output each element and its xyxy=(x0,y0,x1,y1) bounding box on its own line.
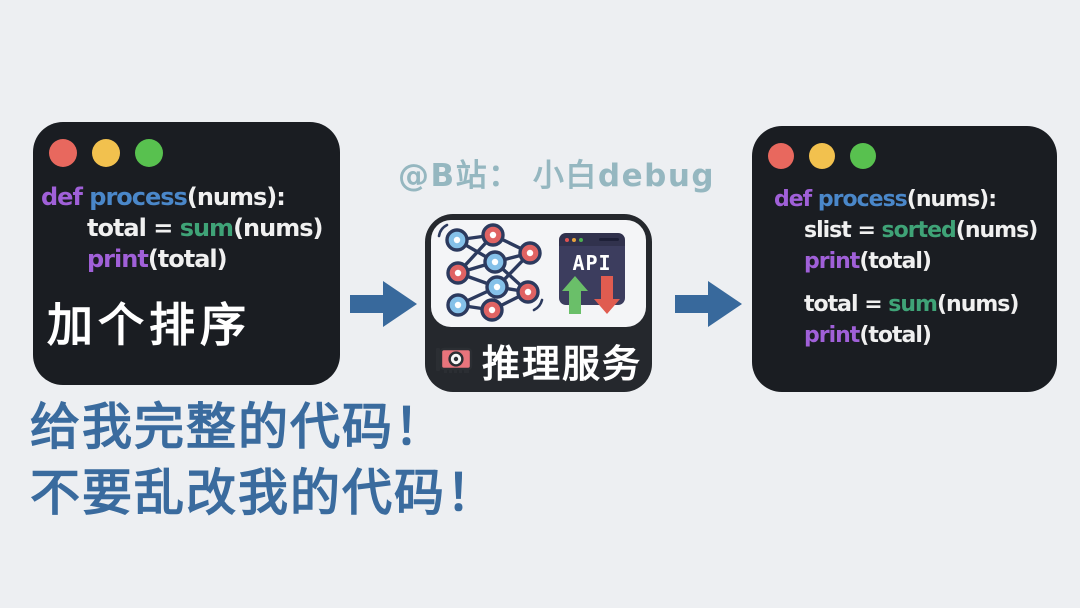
traffic-light-yellow-icon xyxy=(809,143,835,169)
code-block-before: def process(nums):total = sum(nums)print… xyxy=(33,182,340,275)
code-window-before: def process(nums):total = sum(nums)print… xyxy=(33,122,340,385)
code-token: (nums) xyxy=(955,218,1038,243)
code-line: def process(nums): xyxy=(774,184,1057,215)
inference-panel: API xyxy=(431,220,646,327)
code-token: process xyxy=(89,183,188,211)
code-token: sorted xyxy=(881,218,957,243)
code-line: total = sum(nums) xyxy=(41,213,340,244)
inference-service-label: 推理服务 xyxy=(481,341,642,386)
code-token: total = xyxy=(804,292,889,317)
code-line: print(total) xyxy=(41,244,340,275)
code-line: slist = sorted(nums) xyxy=(774,215,1057,246)
code-token: (nums) xyxy=(233,214,323,242)
inference-service-box: API 推理服务 xyxy=(425,214,652,392)
code-token: def xyxy=(774,187,818,212)
traffic-light-red-icon xyxy=(49,139,77,167)
code-token: (total) xyxy=(147,245,228,273)
traffic-light-green-icon xyxy=(850,143,876,169)
shout-text: 给我完整的代码！ 不要乱改我的代码！ xyxy=(30,394,498,526)
shout-line-1: 给我完整的代码！ xyxy=(30,398,446,456)
code-line: print(total) xyxy=(774,320,1057,351)
code-block-after: def process(nums):slist = sorted(nums)pr… xyxy=(752,184,1057,351)
code-token: (nums): xyxy=(186,183,286,211)
api-window-icon: API xyxy=(559,233,625,314)
code-token: slist = xyxy=(804,218,882,243)
code-token: sum xyxy=(179,214,234,242)
traffic-light-green-icon xyxy=(135,139,163,167)
code-token: process xyxy=(817,187,908,212)
code-token: def xyxy=(41,183,90,211)
inference-bar: 推理服务 xyxy=(425,328,652,392)
code-token: sum xyxy=(888,292,938,317)
api-window-titlebar xyxy=(559,233,625,246)
attribution-text: @B站： 小白debug xyxy=(398,158,716,194)
code-token: total = xyxy=(87,214,180,242)
shout-line-2: 不要乱改我的代码！ xyxy=(30,464,498,522)
api-dot-yellow-icon xyxy=(572,237,576,242)
code-line: print(total) xyxy=(774,246,1057,277)
traffic-light-red-icon xyxy=(768,143,794,169)
traffic-lights xyxy=(752,126,1057,169)
code-line: total = sum(nums) xyxy=(774,289,1057,320)
gpu-icon xyxy=(435,347,473,373)
traffic-light-yellow-icon xyxy=(92,139,120,167)
api-download-arrow-icon xyxy=(594,276,620,314)
api-label: API xyxy=(572,251,612,275)
neural-network-icon xyxy=(437,223,544,322)
right-arrow-icon xyxy=(350,281,417,327)
api-dot-green-icon xyxy=(579,237,583,242)
code-token: print xyxy=(804,323,860,348)
api-titlebar-dash xyxy=(599,238,619,241)
code-line: def process(nums): xyxy=(41,182,340,213)
code-token: print xyxy=(87,245,149,273)
user-request-caption: 加个排序 xyxy=(47,298,251,352)
code-token: (nums): xyxy=(906,187,997,212)
right-arrow-icon xyxy=(675,281,742,327)
code-token: (nums) xyxy=(936,292,1019,317)
api-upload-arrow-icon xyxy=(562,276,588,314)
api-dot-red-icon xyxy=(565,237,569,242)
code-window-after: def process(nums):slist = sorted(nums)pr… xyxy=(752,126,1057,392)
code-token: (total) xyxy=(859,323,932,348)
code-token: (total) xyxy=(859,249,932,274)
traffic-lights xyxy=(33,122,340,167)
code-token: print xyxy=(804,249,860,274)
